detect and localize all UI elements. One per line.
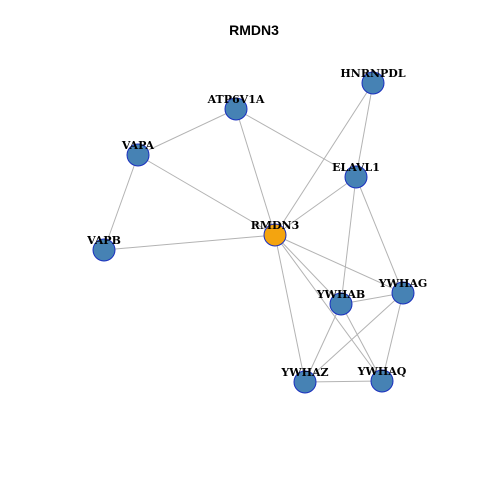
edge-ywhab-ywhaz xyxy=(304,303,342,383)
edge-atp6v1a-rmdn3 xyxy=(235,108,276,236)
node-label-atp6v1a: ATP6V1A xyxy=(207,93,265,106)
node-label-ywhab: YWHAB xyxy=(316,288,365,301)
edge-elavl1-ywhag xyxy=(355,176,404,294)
edge-rmdn3-ywhaz xyxy=(274,234,306,383)
node-circle-vapa xyxy=(126,143,150,167)
node-circle-rmdn3 xyxy=(263,223,287,247)
node-circle-vapb xyxy=(92,238,116,262)
node-circle-ywhag xyxy=(391,281,415,305)
edge-hnrnpdl-elavl1 xyxy=(355,82,374,178)
node-elavl1: ELAVL1 xyxy=(332,161,380,189)
edge-elavl1-rmdn3 xyxy=(274,176,357,236)
edge-rmdn3-ywhaq xyxy=(274,234,383,382)
node-circle-atp6v1a xyxy=(224,97,248,121)
node-ywhag: YWHAG xyxy=(378,277,428,305)
edge-vapa-vapb xyxy=(103,154,139,251)
node-ywhaq: YWHAQ xyxy=(357,365,407,393)
edge-ywhaz-ywhaq xyxy=(304,380,383,383)
node-label-ywhaz: YWHAZ xyxy=(280,366,328,379)
node-ywhab: YWHAB xyxy=(316,288,365,316)
node-hnrnpdl: HNRNPDL xyxy=(340,67,406,95)
node-label-hnrnpdl: HNRNPDL xyxy=(340,67,405,80)
node-label-vapb: VAPB xyxy=(86,234,121,247)
edge-ywhab-ywhaq xyxy=(340,303,383,382)
node-vapb: VAPB xyxy=(86,234,121,262)
node-vapa: VAPA xyxy=(121,139,155,167)
edge-vapa-atp6v1a xyxy=(137,108,237,156)
edge-elavl1-ywhab xyxy=(340,176,357,305)
graph-title: RMDN3 xyxy=(229,22,279,38)
node-label-vapa: VAPA xyxy=(121,139,155,152)
node-label-elavl1: ELAVL1 xyxy=(332,161,380,174)
edge-rmdn3-ywhab xyxy=(274,234,342,305)
edge-rmdn3-ywhag xyxy=(274,234,404,294)
node-atp6v1a: ATP6V1A xyxy=(207,93,265,121)
edge-ywhag-ywhaz xyxy=(304,292,404,383)
edge-vapa-rmdn3 xyxy=(137,154,276,236)
node-circle-ywhaz xyxy=(293,370,317,394)
edge-layer xyxy=(103,82,404,383)
edge-ywhag-ywhaq xyxy=(381,292,404,382)
node-label-ywhaq: YWHAQ xyxy=(357,365,407,378)
node-circle-elavl1 xyxy=(344,165,368,189)
node-circle-ywhaq xyxy=(370,369,394,393)
node-circle-hnrnpdl xyxy=(361,71,385,95)
edge-vapb-rmdn3 xyxy=(103,234,276,251)
node-label-ywhag: YWHAG xyxy=(378,277,428,290)
node-label-rmdn3: RMDN3 xyxy=(251,219,300,232)
node-rmdn3: RMDN3 xyxy=(251,219,300,247)
node-ywhaz: YWHAZ xyxy=(280,366,329,394)
edge-hnrnpdl-rmdn3 xyxy=(274,82,374,236)
edge-atp6v1a-elavl1 xyxy=(235,108,357,178)
node-circle-ywhab xyxy=(329,292,353,316)
